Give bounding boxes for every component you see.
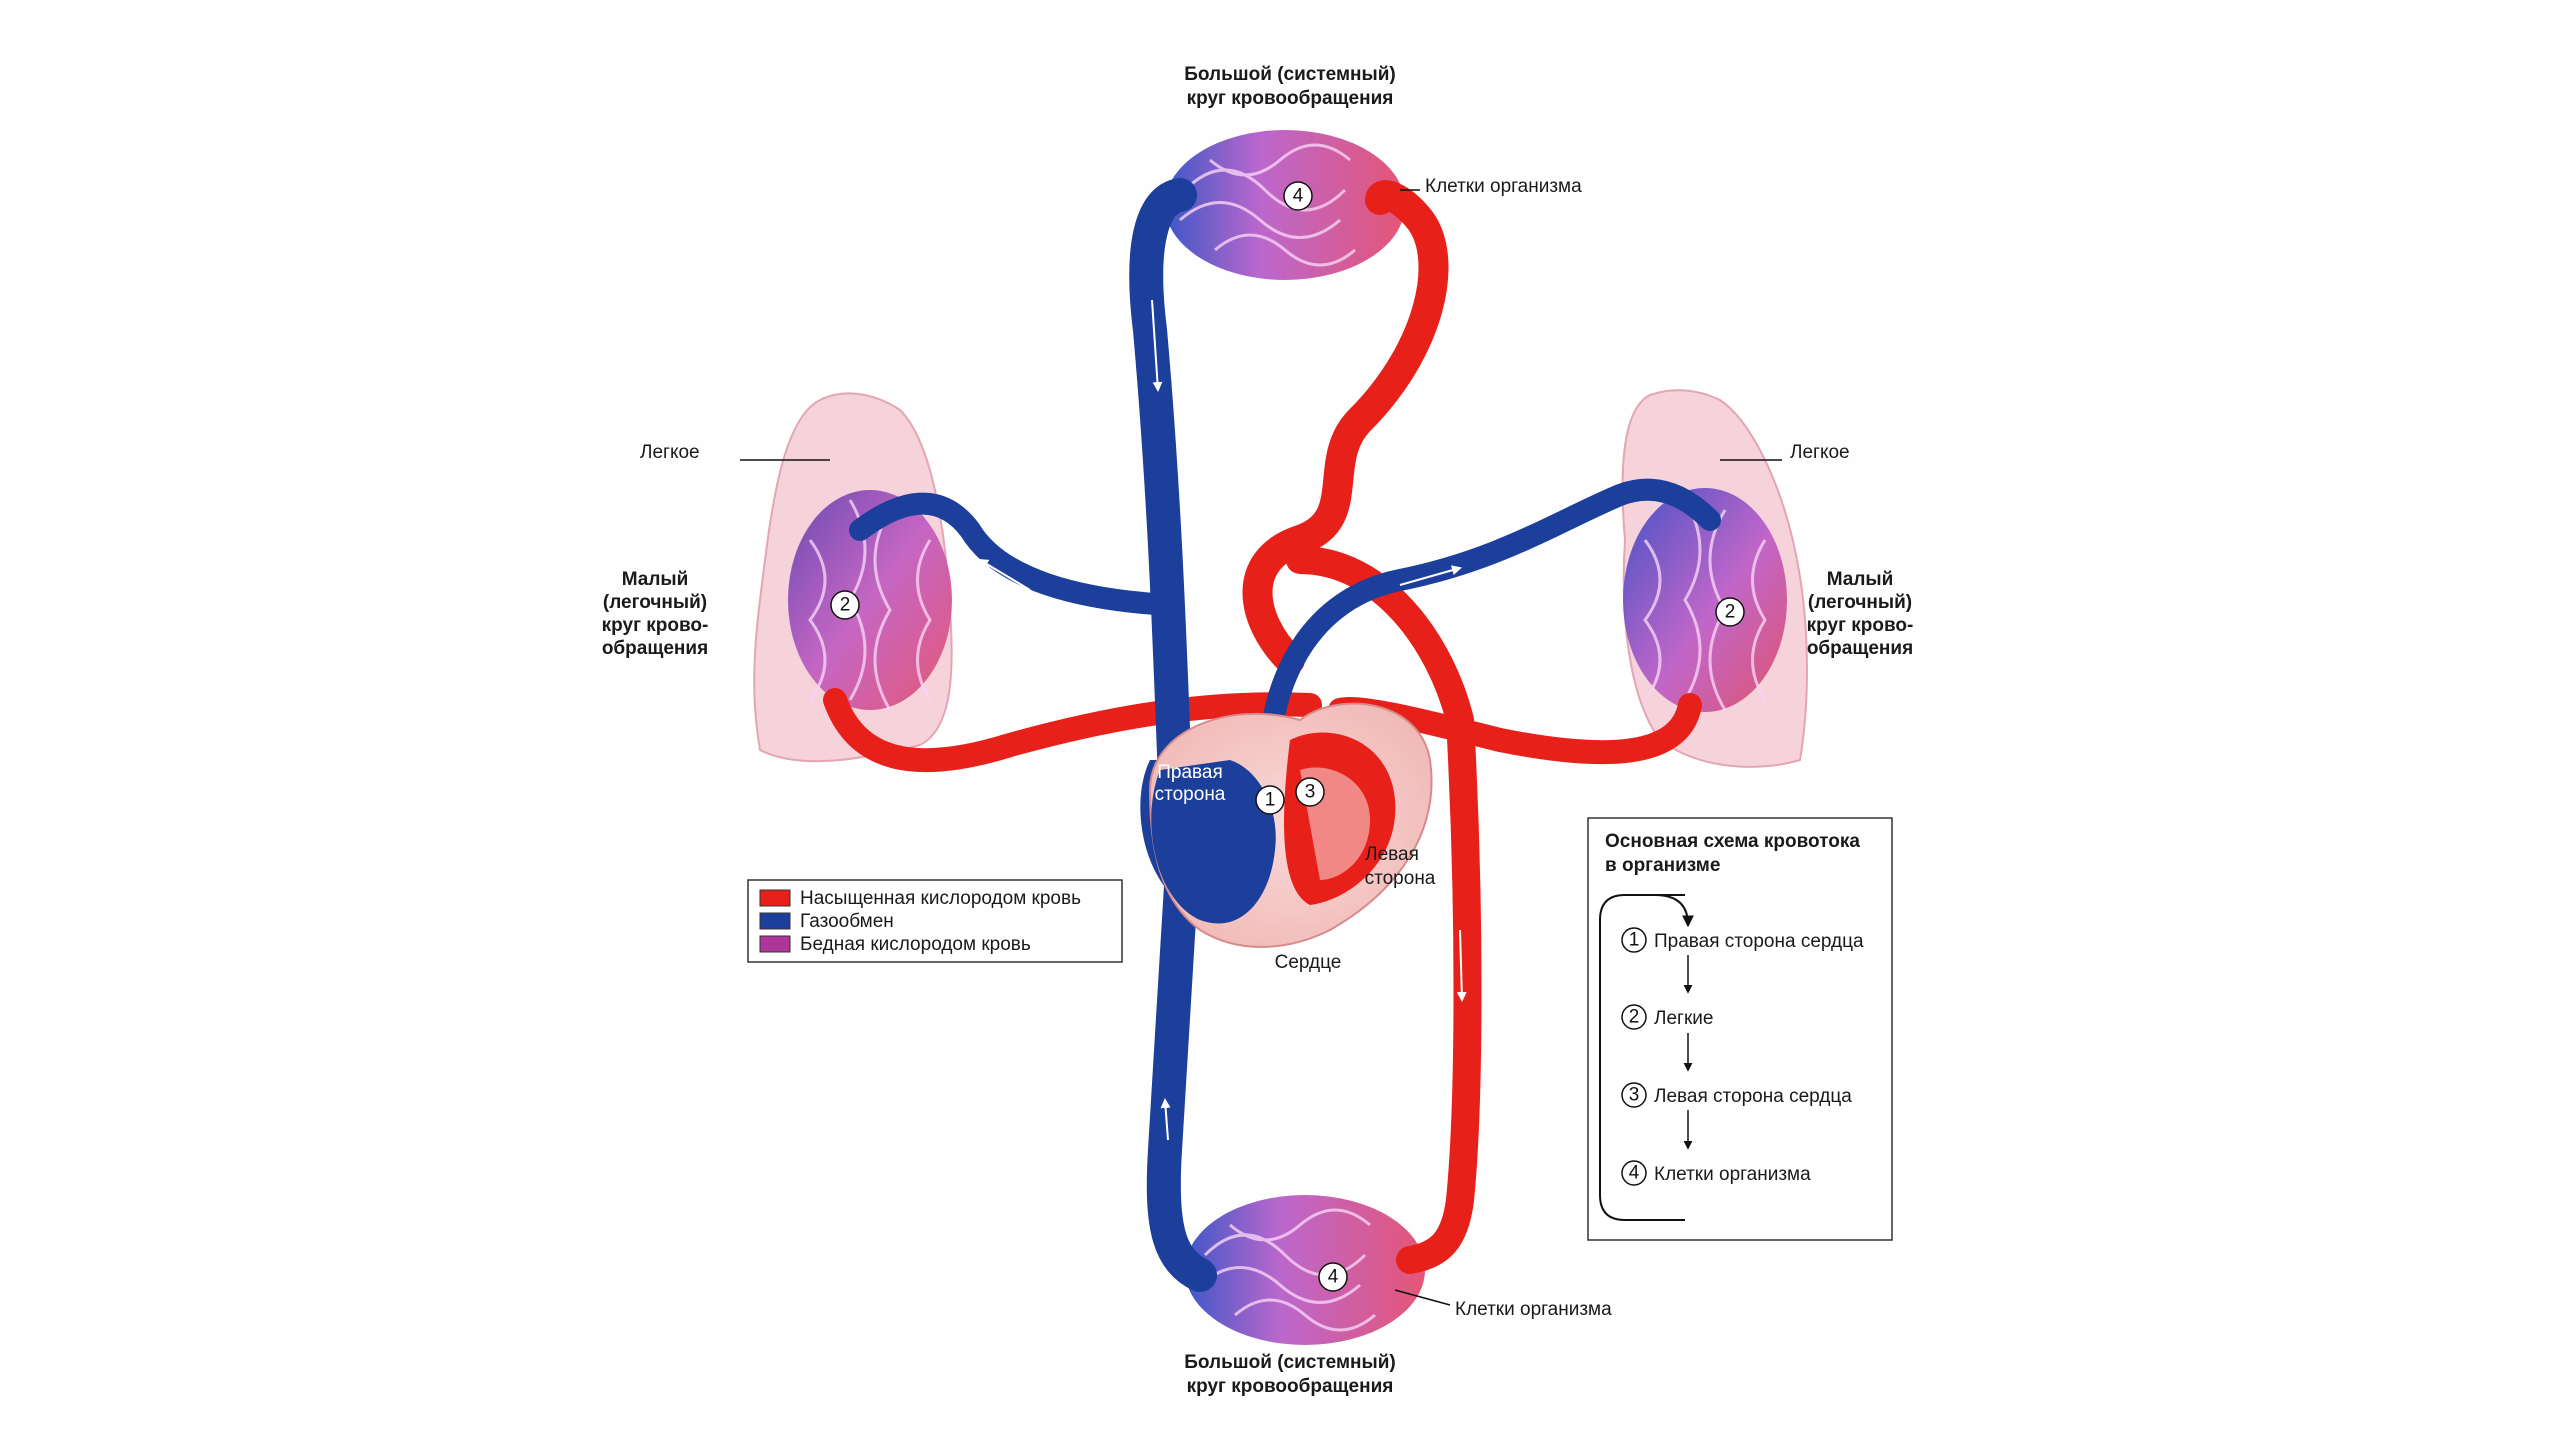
label-pulmonary-left-line2: (легочный) (603, 592, 707, 613)
legend-item-deoxygenated: Бедная кислородом кровь (759, 934, 1031, 955)
flow-arrows (929, 299, 1591, 1141)
label-cells-top: Клетки организма (1425, 176, 1582, 197)
legend-label-oxygenated: Насыщенная кислородом кровь (800, 888, 1081, 909)
scheme-step-1-num: 1 (1629, 930, 1640, 951)
label-lung-left: Легкое (640, 442, 700, 463)
capillary-bed-top (1165, 130, 1405, 280)
label-systemic-bottom-line1: Большой (системный) (1184, 1352, 1395, 1373)
legend-item-oxygenated: Насыщенная кислородом кровь (759, 888, 1081, 909)
marker-1-text: 1 (1265, 790, 1276, 811)
label-pulmonary-right-line3: круг крово- (1807, 615, 1914, 636)
scheme-step-1-label: Правая сторона сердца (1654, 931, 1864, 952)
label-pulmonary-right-line2: (легочный) (1808, 592, 1912, 613)
label-left-side-line2: сторона (1365, 868, 1436, 889)
label-systemic-top: Большой (системный) круг кровообращения (1184, 64, 1395, 109)
scheme-step-3: 3 Левая сторона сердца (1621, 1082, 1852, 1108)
scheme-title-line1: Основная схема кровотока (1605, 831, 1860, 852)
label-lung-right: Легкое (1790, 442, 1850, 463)
label-right-side-line2: сторона (1155, 784, 1226, 805)
scheme-step-1: 1 Правая сторона сердца (1621, 927, 1864, 953)
scheme-step-3-label: Левая сторона сердца (1654, 1086, 1852, 1107)
marker-2-left: 2 (830, 590, 860, 620)
marker-4-bottom: 4 (1318, 1262, 1348, 1292)
marker-1: 1 (1255, 785, 1285, 815)
leader-cells-bottom (1394, 1289, 1451, 1306)
marker-2-right-text: 2 (1725, 602, 1736, 623)
label-pulmonary-left-line4: обращения (602, 638, 708, 659)
label-left-side-line1: Левая (1365, 844, 1419, 865)
legend-label-deoxygenated: Бедная кислородом кровь (800, 934, 1031, 955)
marker-4-bottom-text: 4 (1328, 1267, 1339, 1288)
label-systemic-bottom: Большой (системный) круг кровообращения (1184, 1352, 1395, 1397)
scheme-step-4: 4 Клетки организма (1621, 1160, 1811, 1186)
label-heart: Сердце (1275, 952, 1342, 973)
legend-label-exchange: Газообмен (800, 911, 894, 932)
marker-3: 3 (1295, 777, 1325, 807)
label-systemic-top-line2: круг кровообращения (1187, 88, 1394, 109)
legend: Насыщенная кислородом кровь Газообмен Бе… (747, 879, 1123, 963)
marker-4-top-text: 4 (1293, 186, 1304, 207)
label-systemic-bottom-line2: круг кровообращения (1187, 1376, 1394, 1397)
marker-4-top: 4 (1283, 181, 1313, 211)
label-pulmonary-left: Малый (легочный) круг крово- обращения (602, 569, 709, 659)
label-right-side-line1: Правая (1157, 762, 1223, 783)
heart (1148, 702, 1433, 948)
scheme-step-2-label: Легкие (1654, 1008, 1713, 1029)
marker-2-left-text: 2 (840, 595, 851, 616)
scheme-title-line2: в организме (1605, 855, 1720, 876)
legend-item-exchange: Газообмен (759, 911, 894, 932)
label-left-side: Левая сторона (1365, 844, 1436, 889)
scheme-step-4-num: 4 (1629, 1163, 1640, 1184)
label-pulmonary-left-line3: круг крово- (602, 615, 709, 636)
label-pulmonary-left-line1: Малый (622, 569, 689, 590)
scheme-step-2: 2 Легкие (1621, 1004, 1713, 1030)
marker-3-text: 3 (1305, 782, 1316, 803)
label-systemic-top-line1: Большой (системный) (1184, 64, 1395, 85)
capillary-bed-bottom (1185, 1195, 1425, 1345)
scheme-step-2-num: 2 (1629, 1007, 1640, 1028)
scheme-step-3-num: 3 (1629, 1085, 1640, 1106)
capillary-bed-lung-right (1623, 488, 1787, 712)
label-pulmonary-right-line1: Малый (1827, 569, 1894, 590)
marker-2-right: 2 (1715, 597, 1745, 627)
scheme-step-4-label: Клетки организма (1654, 1164, 1811, 1185)
label-pulmonary-right: Малый (легочный) круг крово- обращения (1807, 569, 1914, 659)
scheme-box: Основная схема кровотока в организме 1 П… (1587, 817, 1893, 1241)
label-right-side: Правая сторона (1155, 762, 1226, 805)
label-pulmonary-right-line4: обращения (1807, 638, 1913, 659)
label-cells-bottom: Клетки организма (1455, 1299, 1612, 1320)
